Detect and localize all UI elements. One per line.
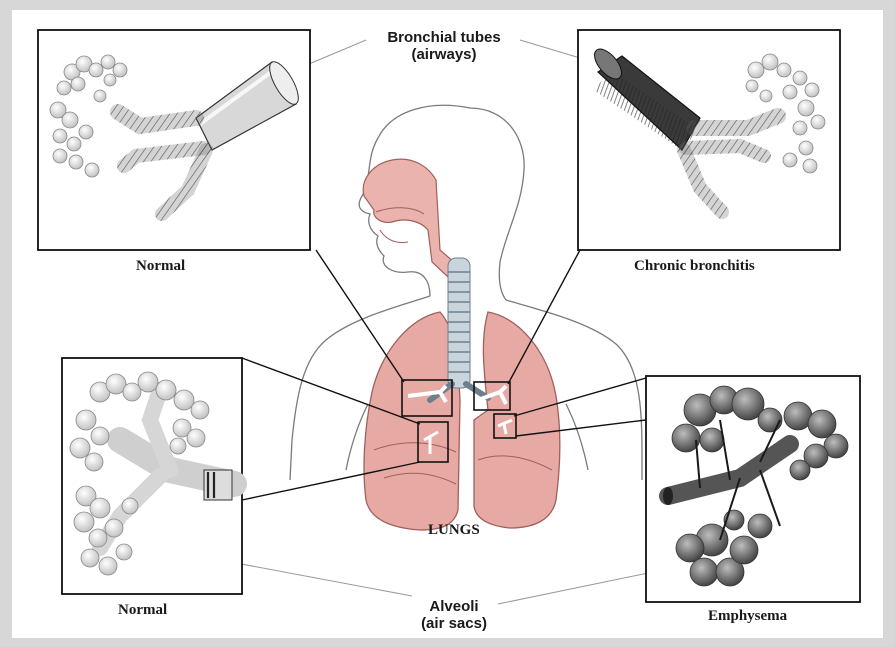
normal-airway-box <box>38 30 310 250</box>
normal-airway-label: Normal <box>136 258 185 275</box>
alveoli-label: Alveoli (air sacs) <box>404 598 504 632</box>
bronchial-tubes-subtitle: (airways) <box>354 46 534 63</box>
chronic-bronchitis-box <box>578 30 840 250</box>
bronchial-tubes-label: Bronchial tubes (airways) <box>354 29 534 63</box>
alveoli-title: Alveoli <box>404 598 504 615</box>
bronchial-tubes-title: Bronchial tubes <box>354 29 534 46</box>
lungs-label: LUNGS <box>428 522 480 539</box>
left-lung <box>474 312 560 528</box>
alveoli-subtitle: (air sacs) <box>404 615 504 632</box>
normal-alveoli-label: Normal <box>118 602 167 619</box>
chronic-bronchitis-label: Chronic bronchitis <box>634 258 755 275</box>
emphysema-label: Emphysema <box>708 608 787 625</box>
emphysema-box <box>646 376 860 602</box>
normal-alveoli-box <box>62 358 242 594</box>
